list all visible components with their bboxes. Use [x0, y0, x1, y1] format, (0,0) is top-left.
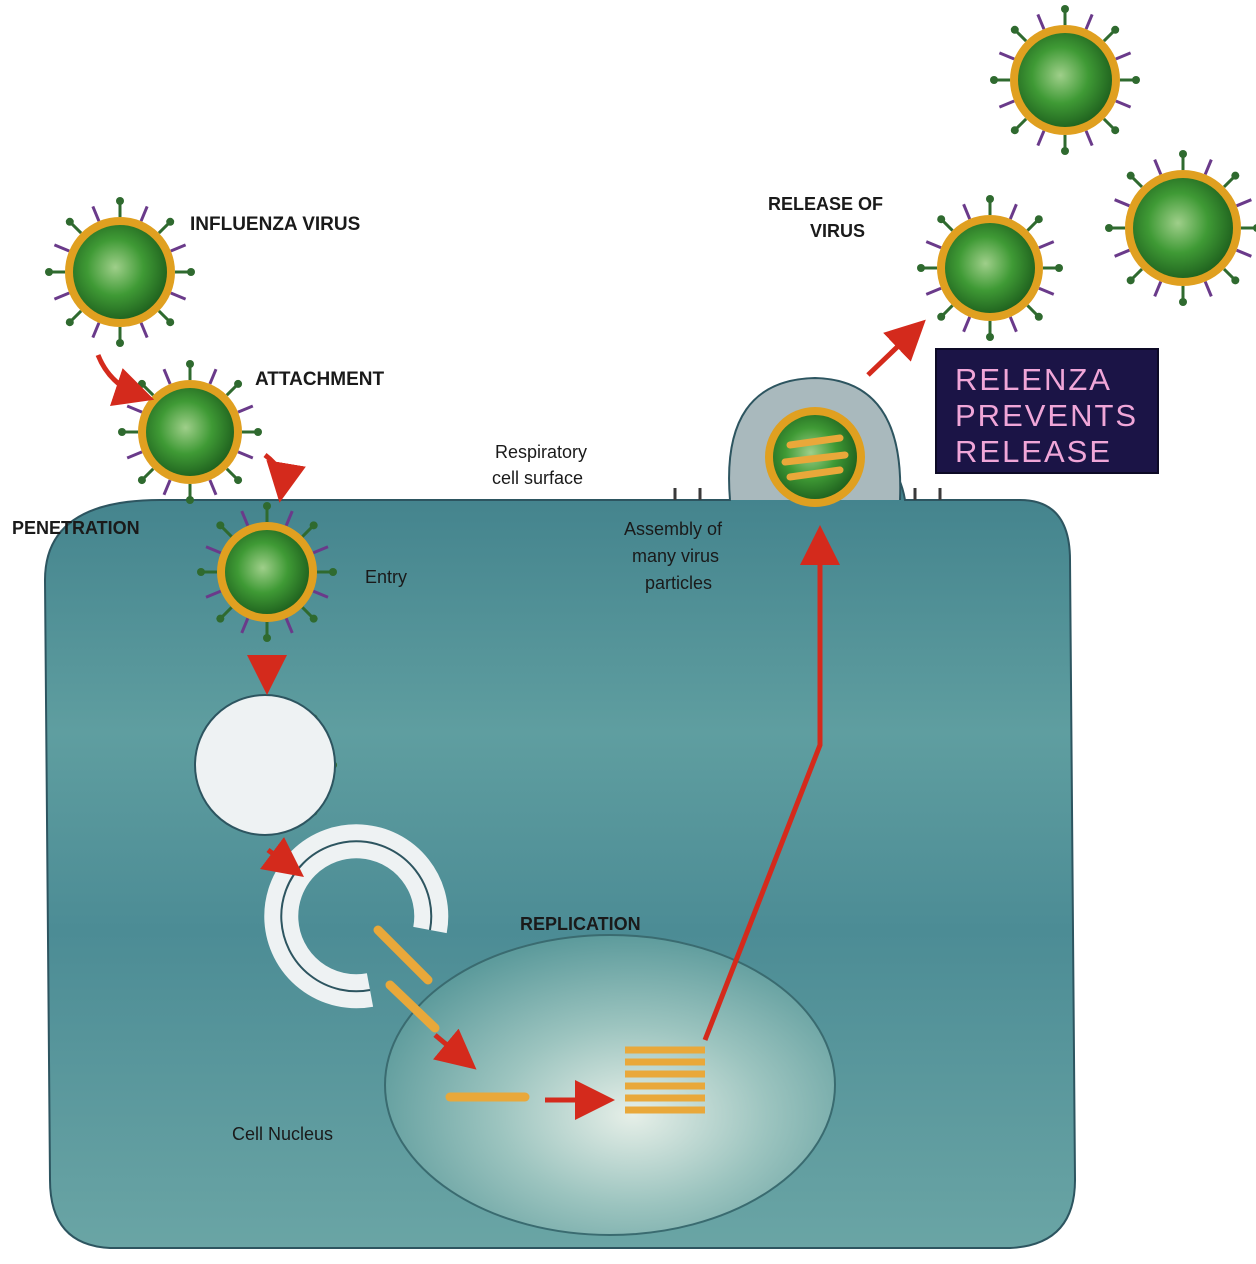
virus-attaching	[118, 360, 262, 504]
endosome-vesicle	[195, 695, 335, 835]
label-release-2: VIRUS	[810, 221, 865, 241]
label-attachment: ATTACHMENT	[255, 369, 384, 390]
budding-virus	[729, 378, 900, 507]
label-cell-nucleus: Cell Nucleus	[232, 1124, 333, 1144]
relenza-callout: RELENZA PREVENTS RELEASE	[935, 348, 1159, 474]
label-influenza-virus: INFLUENZA VIRUS	[190, 214, 360, 235]
label-respiratory-1: Respiratory	[495, 442, 587, 462]
label-assembly-3: particles	[645, 573, 712, 593]
label-release-1: RELEASE OF	[768, 194, 883, 214]
virus-released-1	[917, 195, 1063, 341]
label-replication: REPLICATION	[520, 914, 641, 934]
callout-line-3: RELEASE	[955, 434, 1157, 470]
label-assembly-1: Assembly of	[624, 519, 723, 539]
label-entry: Entry	[365, 567, 407, 587]
arrow-to-penetration	[265, 455, 282, 488]
cell-nucleus	[385, 935, 835, 1235]
arrow-to-attachment	[98, 355, 140, 395]
callout-line-2: PREVENTS	[955, 398, 1157, 434]
virus-free	[45, 197, 195, 347]
virus-entering	[197, 502, 337, 642]
label-penetration: PENETRATION	[12, 518, 140, 538]
virus-released-2	[990, 5, 1140, 155]
virus-released-3	[1105, 150, 1256, 306]
label-assembly-2: many virus	[632, 546, 719, 566]
label-respiratory-2: cell surface	[492, 468, 583, 488]
callout-line-1: RELENZA	[955, 362, 1157, 398]
arrow-release	[868, 330, 915, 375]
